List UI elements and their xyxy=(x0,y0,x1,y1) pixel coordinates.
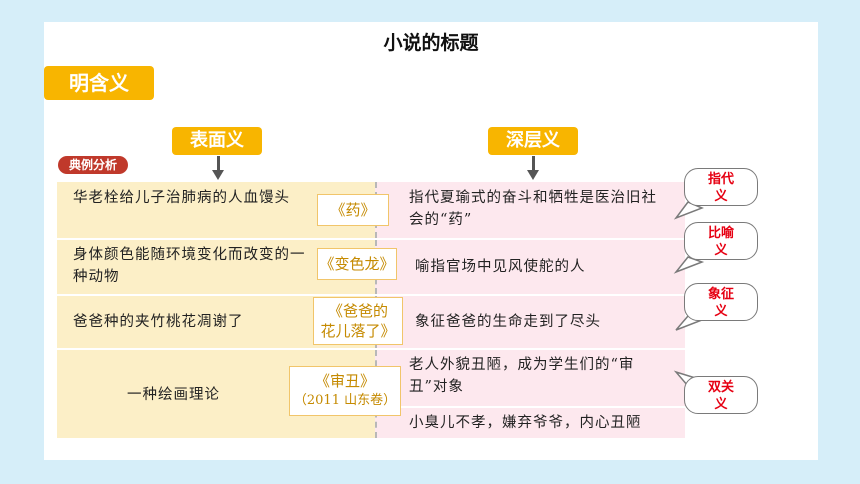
work-title: 《药》 xyxy=(317,194,389,226)
deep-meaning-text: 象征爸爸的生命走到了尽头 xyxy=(415,314,601,330)
callout-tag: 象征义 xyxy=(684,283,758,321)
callout-tag-text: 指代义 xyxy=(707,172,734,204)
table-row: 身体颜色能随环境变化而改变的一种动物 《变色龙》 喻指官场中见风使舵的人 xyxy=(57,240,685,294)
work-title: 《审丑》 （2011 山东卷） xyxy=(289,366,401,416)
callout-tag: 双关义 xyxy=(684,376,758,414)
surface-meaning-text: 华老栓给儿子治肺病的人血馒头 xyxy=(73,190,290,206)
main-label: 明含义 xyxy=(44,66,154,100)
callout-tag-text: 象征义 xyxy=(707,287,734,319)
table-row: 一种绘画理论 《审丑》 （2011 山东卷） 老人外貌丑陋，成为学生们的“审丑”… xyxy=(57,350,685,438)
page-title: 小说的标题 xyxy=(383,32,479,54)
deep-meaning-text: 老人外貌丑陋，成为学生们的“审丑”对象 xyxy=(409,357,635,395)
work-title: 《变色龙》 xyxy=(317,248,397,280)
deep-meaning-text: 指代夏瑜式的奋斗和牺牲是医治旧社会的“药” xyxy=(409,190,657,228)
work-title-line: 花儿落了》 xyxy=(320,322,396,340)
work-title-line: 《审丑》 xyxy=(314,372,375,390)
deep-meaning-text: 小臭儿不孝，嫌弃爷爷，内心丑陋 xyxy=(409,415,642,431)
table-row: 爸爸种的夹竹桃花凋谢了 《爸爸的 花儿落了》 象征爸爸的生命走到了尽头 xyxy=(57,296,685,348)
example-badge: 典例分析 xyxy=(58,156,128,174)
surface-meaning-text: 一种绘画理论 xyxy=(127,387,220,403)
work-title-line: 《爸爸的 xyxy=(327,302,388,320)
callout-tag: 比喻义 xyxy=(684,222,758,260)
callout-tag-text: 双关义 xyxy=(707,380,734,412)
callout-tag-text: 比喻义 xyxy=(707,226,734,258)
surface-meaning-text: 爸爸种的夹竹桃花凋谢了 xyxy=(73,314,244,330)
work-title: 《爸爸的 花儿落了》 xyxy=(313,297,403,345)
callout-tag: 指代义 xyxy=(684,168,758,206)
deep-meaning-header: 深层义 xyxy=(488,127,578,155)
work-title-line: （2011 山东卷） xyxy=(293,393,397,408)
deep-meaning-text: 喻指官场中见风使舵的人 xyxy=(415,259,586,275)
table-row: 华老栓给儿子治肺病的人血馒头 《药》 指代夏瑜式的奋斗和牺牲是医治旧社会的“药” xyxy=(57,182,685,238)
surface-meaning-header: 表面义 xyxy=(172,127,262,155)
surface-meaning-text: 身体颜色能随环境变化而改变的一种动物 xyxy=(73,247,306,285)
